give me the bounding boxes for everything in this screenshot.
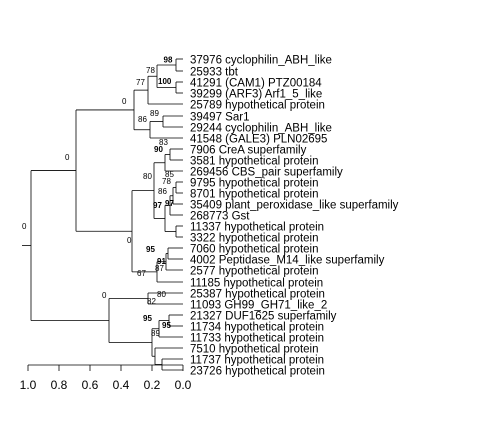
leaf-label: 7906 CreA superfamily bbox=[190, 145, 307, 157]
bootstrap-value: 85 bbox=[165, 170, 174, 179]
bootstrap-value: 78 bbox=[146, 66, 155, 75]
bootstrap-value: 82 bbox=[147, 297, 156, 306]
leaf-label: 11185 hypothetical protein bbox=[190, 278, 323, 290]
bootstrap-value: 83 bbox=[159, 138, 168, 147]
bootstrap-value: 80 bbox=[143, 172, 152, 181]
leaf-label: 41548 (GALE3) PLN02695 bbox=[190, 134, 327, 146]
axis-tick-label: 0.4 bbox=[113, 378, 130, 392]
leaf-label: 29244 cyclophilin_ABH_like bbox=[190, 123, 332, 135]
leaf-label: 268773 Gst bbox=[190, 211, 250, 223]
bootstrap-value: 80 bbox=[157, 290, 166, 299]
leaf-label: 9795 hypothetical protein bbox=[190, 178, 319, 190]
leaf-label: 2577 hypothetical protein bbox=[190, 266, 319, 278]
bootstrap-value: 0 bbox=[127, 236, 132, 245]
leaf-label: 39299 (ARF3) Arf1_5_like bbox=[190, 89, 322, 101]
bootstrap-value: 100 bbox=[158, 77, 172, 86]
leaf-label: 23726 hypothetical protein bbox=[190, 366, 325, 378]
leaf-labels: 37976 cyclophilin_ABH_like 25933 tbt 412… bbox=[190, 55, 399, 378]
axis-tick-label: 0.6 bbox=[82, 378, 99, 392]
leaf-label: 11737 hypothetical protein bbox=[190, 355, 324, 367]
bootstrap-value: 95 bbox=[146, 245, 155, 254]
leaf-label: 269456 CBS_pair superfamily bbox=[190, 167, 343, 179]
leaf-label: 11093 GH99_GH71_like_2 bbox=[190, 300, 327, 312]
bootstrap-value: 78 bbox=[162, 177, 171, 186]
bootstrap-value: 86 bbox=[138, 115, 147, 124]
bootstrap-value: 91 bbox=[157, 257, 166, 266]
leaf-label: 8701 hypothetical protein bbox=[190, 189, 319, 201]
leaf-label: 35409 plant_peroxidase_like superfamily bbox=[190, 200, 399, 212]
leaf-label: 11337 hypothetical protein bbox=[190, 222, 324, 234]
leaf-label: 25387 hypothetical protein bbox=[190, 289, 325, 301]
leaf-label: 3581 hypothetical protein bbox=[190, 156, 319, 168]
bootstrap-value: 97 bbox=[165, 199, 174, 208]
leaf-label: 11734 hypothetical protein bbox=[190, 322, 324, 334]
leaf-label: 37976 cyclophilin_ABH_like bbox=[190, 55, 332, 67]
tree-branches bbox=[22, 58, 183, 371]
bootstrap-value: 89 bbox=[150, 109, 159, 118]
leaf-label: 3322 hypothetical protein bbox=[190, 233, 319, 245]
bootstrap-value: 90 bbox=[154, 145, 163, 154]
bootstrap-value: 0 bbox=[102, 291, 107, 300]
bootstrap-value: 95 bbox=[143, 314, 152, 323]
scale-axis: 1.0 0.8 0.6 0.4 0.2 0.0 bbox=[20, 364, 192, 392]
axis-tick-label: 1.0 bbox=[20, 378, 37, 392]
bootstrap-value: 97 bbox=[153, 201, 162, 210]
leaf-label: 11733 hypothetical protein bbox=[190, 333, 324, 345]
leaf-label: 41291 (CAM1) PTZ00184 bbox=[190, 78, 322, 90]
leaf-label: 25789 hypothetical protein bbox=[190, 100, 325, 112]
bootstrap-value: 98 bbox=[164, 56, 173, 65]
leaf-label: 7510 hypothetical protein bbox=[190, 344, 319, 356]
axis-tick-label: 0.2 bbox=[144, 378, 161, 392]
leaf-label: 7060 hypothetical protein bbox=[190, 244, 319, 256]
axis-tick-label: 0.0 bbox=[175, 378, 192, 392]
bootstrap-value: 95 bbox=[162, 321, 171, 330]
bootstrap-value: 77 bbox=[136, 78, 145, 87]
leaf-label: 39497 Sar1 bbox=[190, 112, 249, 124]
leaf-label: 25933 tbt bbox=[190, 67, 239, 79]
bootstrap-values: 98 78 100 77 89 86 0 83 90 85 78 86 97 9… bbox=[22, 56, 174, 339]
bootstrap-value: 86 bbox=[158, 187, 167, 196]
axis-tick-label: 0.8 bbox=[51, 378, 68, 392]
bootstrap-value: 0 bbox=[122, 97, 127, 106]
bootstrap-value: 0 bbox=[22, 222, 27, 231]
leaf-label: 4002 Peptidase_M14_like superfamily bbox=[190, 255, 385, 267]
bootstrap-value: 0 bbox=[65, 153, 70, 162]
leaf-label: 21327 DUF1625 superfamily bbox=[190, 311, 337, 323]
bootstrap-value: 89 bbox=[151, 329, 160, 338]
bootstrap-value: 67 bbox=[137, 269, 146, 278]
bootstrap-value: 87 bbox=[155, 264, 164, 273]
